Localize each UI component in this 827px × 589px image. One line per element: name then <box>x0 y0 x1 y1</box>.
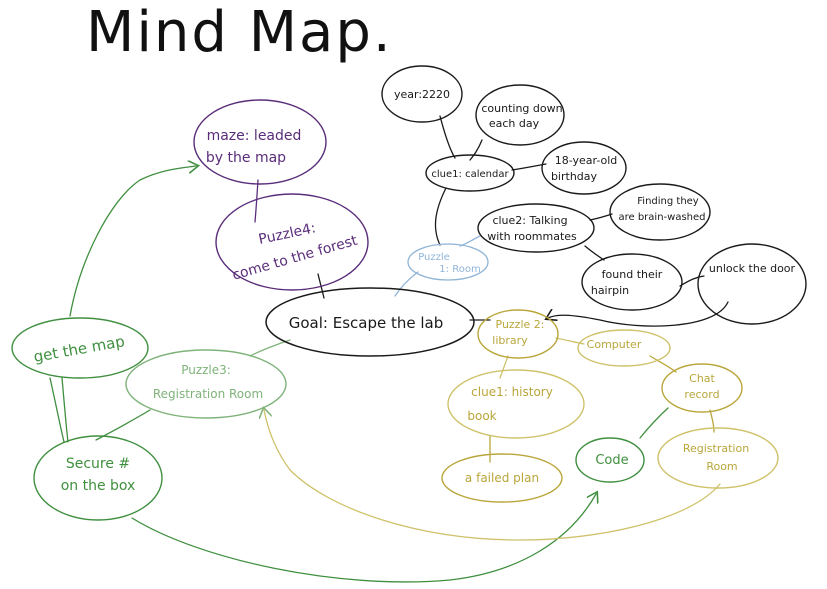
node-counting-line2: each day <box>489 117 540 130</box>
node-computer-label: Computer <box>587 338 642 351</box>
node-getmap-label: get the map <box>32 332 126 366</box>
node-chat-record: Chat record <box>661 363 743 413</box>
node-unlock-label: unlock the door <box>709 262 796 275</box>
node-hairpin-line1: found their <box>602 268 663 281</box>
link-roommates-puzzle1 <box>459 235 481 247</box>
node-roommates-line2: with roommates <box>487 230 577 243</box>
link-roommates-hairpin <box>584 245 605 261</box>
node-birthday-line1: 18-year-old <box>555 154 618 167</box>
node-maze-line2: by the map <box>206 150 286 166</box>
node-roommates-line1: clue2: Talking <box>492 214 567 227</box>
node-maze-line1: maze: leaded <box>207 128 302 144</box>
node-puzzle2-library: Puzzle 2: library <box>477 309 559 359</box>
node-registration-line2: Room <box>706 460 737 473</box>
node-clue1-history: clue1: history book <box>447 369 585 439</box>
link-unlock-puzzle2 <box>548 301 729 327</box>
node-puzzle1-line1: Puzzle <box>418 252 450 263</box>
node-history-line1: clue1: history <box>471 385 553 399</box>
node-puzzle1-line2: 1: Room <box>439 264 480 275</box>
link-registration-puzzle3 <box>264 410 721 541</box>
node-brainwashed-line2: are brain-washed <box>618 212 705 223</box>
link-getmap-secure <box>49 377 65 443</box>
link-goal-puzzle1 <box>394 271 419 297</box>
node-failed-label: a failed plan <box>465 471 539 485</box>
node-goal: Goal: Escape the lab <box>265 287 475 357</box>
link-secure-puzzle3 <box>95 409 151 441</box>
node-registration-room: Registration Room <box>657 427 779 489</box>
node-puzzle4-line1: Puzzle4: <box>257 220 317 248</box>
node-year-label: year:2220 <box>394 88 450 101</box>
node-maze: maze: leaded by the map <box>193 99 327 185</box>
node-secure-box: Secure # on the box <box>33 435 163 521</box>
node-registration-line1: Registration <box>683 442 749 455</box>
node-secure-line2: on the box <box>61 478 136 494</box>
node-puzzle4: Puzzle4: come to the forest <box>215 193 369 291</box>
node-unlock-door: unlock the door <box>697 243 807 325</box>
link-getmap-secure-2 <box>61 377 69 443</box>
node-puzzle1-room: Puzzle 1: Room <box>407 243 489 281</box>
node-brain-washed: Finding they are brain-washed <box>609 183 711 241</box>
node-counting-line1: counting down <box>481 102 562 115</box>
node-puzzle2-line2: library <box>492 334 528 347</box>
node-puzzle3-line2: Registration Room <box>153 387 263 401</box>
node-clue2-roommates: clue2: Talking with roommates <box>477 203 595 253</box>
link-calendar-birthday <box>511 163 547 171</box>
node-clue1-calendar: clue1: calendar <box>425 154 515 192</box>
link-chat-code <box>639 407 669 439</box>
node-get-the-map: get the map <box>11 317 149 379</box>
node-birthday-line2: birthday <box>551 170 598 183</box>
link-getmap-maze <box>69 166 196 317</box>
node-code-label: Code <box>595 453 628 468</box>
node-calendar-label: clue1: calendar <box>431 169 509 180</box>
link-secure-code <box>131 494 596 583</box>
node-counting-down: counting down each day <box>475 84 565 146</box>
link-puzzle2-history <box>499 355 509 379</box>
node-brainwashed-line1: Finding they <box>637 196 699 207</box>
node-puzzle3: Puzzle3: Registration Room <box>125 349 287 419</box>
link-roommates-brainwashed <box>589 213 613 221</box>
node-puzzle3-line1: Puzzle3: <box>181 363 231 377</box>
link-hairpin-unlock <box>679 275 705 287</box>
link-year-calendar <box>439 115 456 159</box>
node-birthday: 18-year-old birthday <box>541 141 627 195</box>
page-title: Mind Map. <box>86 0 393 65</box>
node-code: Code <box>575 437 645 483</box>
node-hairpin: found their hairpin <box>581 253 683 311</box>
link-calendar-puzzle1 <box>434 187 447 246</box>
node-puzzle2-line1: Puzzle 2: <box>496 318 545 331</box>
node-failed-plan: a failed plan <box>441 453 563 503</box>
node-computer: Computer <box>577 329 671 367</box>
node-year: year:2220 <box>381 65 463 123</box>
link-puzzle4-maze <box>254 179 259 223</box>
link-counting-calendar <box>469 139 483 161</box>
link-goal-puzzle3 <box>249 339 291 357</box>
node-chat-line1: Chat <box>689 372 715 385</box>
node-history-line2: book <box>467 409 496 423</box>
link-puzzle2-computer <box>555 337 585 345</box>
node-goal-label: Goal: Escape the lab <box>289 314 444 332</box>
node-hairpin-line2: hairpin <box>591 284 629 297</box>
node-chat-line2: record <box>684 388 719 401</box>
node-secure-line1: Secure # <box>66 456 130 472</box>
